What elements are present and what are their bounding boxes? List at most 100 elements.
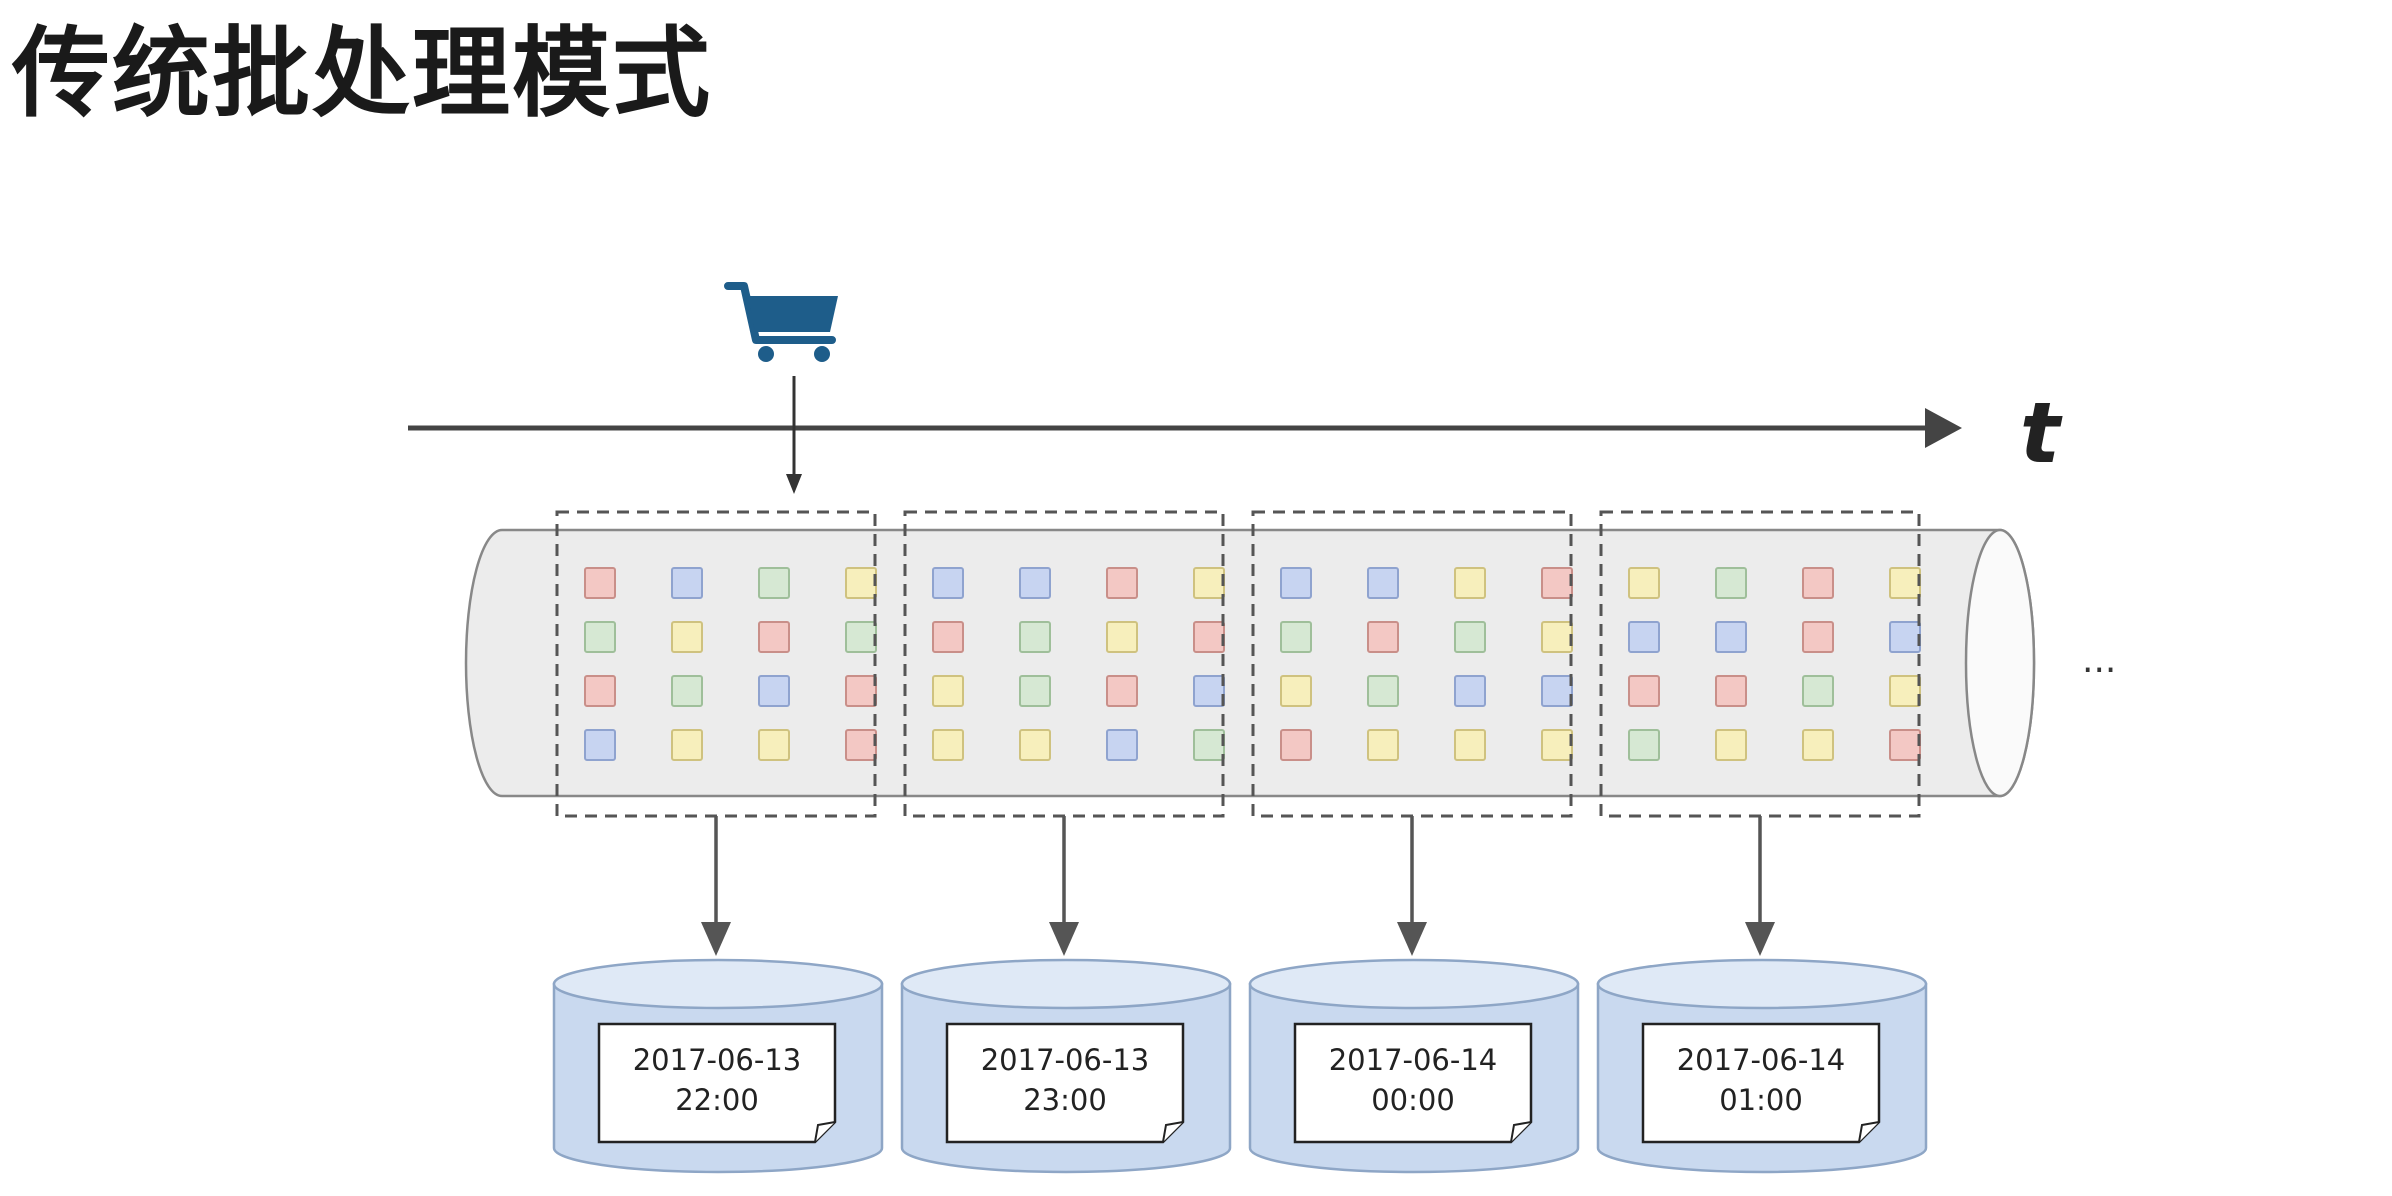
event-cell	[1193, 621, 1225, 653]
event-cell	[1715, 567, 1747, 599]
event-cell	[1367, 567, 1399, 599]
event-cell	[1454, 567, 1486, 599]
event-cell	[1541, 675, 1573, 707]
event-cell	[1106, 621, 1138, 653]
event-cell	[1454, 729, 1486, 761]
batch-2: 2017-06-13 23:00	[900, 510, 1232, 1174]
event-cell	[1019, 729, 1051, 761]
event-cell	[1802, 675, 1834, 707]
event-cell	[1889, 675, 1921, 707]
event-cell	[1367, 621, 1399, 653]
event-cell	[671, 729, 703, 761]
event-cell	[1802, 729, 1834, 761]
event-cell	[1802, 621, 1834, 653]
event-cell	[932, 675, 964, 707]
event-cell	[758, 675, 790, 707]
event-cell	[1193, 729, 1225, 761]
event-cell	[1802, 567, 1834, 599]
event-cell	[1106, 729, 1138, 761]
batch-output-document: 2017-06-13 23:00	[945, 1022, 1185, 1144]
page-title: 传统批处理模式	[12, 17, 713, 131]
event-cell	[1454, 675, 1486, 707]
event-cell	[1715, 621, 1747, 653]
event-cell	[671, 621, 703, 653]
event-cell	[758, 621, 790, 653]
batch-4: 2017-06-14 01:00	[1596, 510, 1928, 1174]
storage-cylinder-top	[1596, 958, 1928, 1010]
document-fold	[1162, 1121, 1184, 1143]
storage-cylinder-top	[1248, 958, 1580, 1010]
document-fold	[814, 1121, 836, 1143]
event-cell	[584, 675, 616, 707]
batch-date: 2017-06-14	[1677, 1043, 1846, 1077]
event-cell	[845, 675, 877, 707]
event-cell	[932, 729, 964, 761]
batch-time: 01:00	[1719, 1083, 1803, 1117]
event-cell	[1628, 621, 1660, 653]
batch-date: 2017-06-13	[633, 1043, 802, 1077]
batch-time: 00:00	[1371, 1083, 1455, 1117]
document-fold	[1510, 1121, 1532, 1143]
event-cell	[1280, 675, 1312, 707]
batch-output-arrowhead	[1049, 922, 1079, 956]
batch-output-arrowhead	[1397, 922, 1427, 956]
event-cell	[671, 567, 703, 599]
event-cell	[1019, 675, 1051, 707]
pipe-open-end	[1964, 528, 2036, 798]
event-cell	[1280, 729, 1312, 761]
event-cell	[1193, 567, 1225, 599]
event-cell	[1280, 567, 1312, 599]
event-cell	[932, 621, 964, 653]
event-cell	[671, 675, 703, 707]
event-cell	[1193, 675, 1225, 707]
event-cell	[1628, 729, 1660, 761]
event-cell	[1541, 729, 1573, 761]
batch-output-arrowhead	[1745, 922, 1775, 956]
event-cell	[1367, 729, 1399, 761]
event-cell	[584, 729, 616, 761]
event-cell	[1019, 567, 1051, 599]
batch-1: 2017-06-13 22:00	[552, 510, 884, 1174]
event-cell	[1889, 729, 1921, 761]
event-cell	[1628, 675, 1660, 707]
event-cell	[1628, 567, 1660, 599]
storage-cylinder-top	[552, 958, 884, 1010]
event-cell	[1889, 621, 1921, 653]
event-cell	[1715, 675, 1747, 707]
storage-cylinder-top	[900, 958, 1232, 1010]
event-cell	[932, 567, 964, 599]
event-cell	[1541, 621, 1573, 653]
event-cell	[1454, 621, 1486, 653]
batch-time: 23:00	[1023, 1083, 1107, 1117]
event-cell	[584, 567, 616, 599]
batch-time: 22:00	[675, 1083, 759, 1117]
event-cell	[1367, 675, 1399, 707]
batch-output-document: 2017-06-14 01:00	[1641, 1022, 1881, 1144]
time-axis-label: t	[2020, 384, 2063, 482]
continuation-ellipsis: ...	[2082, 640, 2116, 681]
batch-output-arrowhead	[701, 922, 731, 956]
event-cell	[1019, 621, 1051, 653]
event-cell	[1106, 567, 1138, 599]
batch-date: 2017-06-14	[1329, 1043, 1498, 1077]
event-cell	[845, 567, 877, 599]
shopping-cart-icon	[724, 282, 838, 362]
time-axis: t	[408, 384, 2063, 482]
event-cell	[845, 729, 877, 761]
batch-3: 2017-06-14 00:00	[1248, 510, 1580, 1174]
event-cell	[1280, 621, 1312, 653]
event-cell	[1889, 567, 1921, 599]
event-cell	[758, 567, 790, 599]
event-cell	[584, 621, 616, 653]
batch-date: 2017-06-13	[981, 1043, 1150, 1077]
document-fold	[1858, 1121, 1880, 1143]
time-axis-arrowhead	[1925, 408, 1962, 448]
batch-output-document: 2017-06-13 22:00	[597, 1022, 837, 1144]
event-cell	[1106, 675, 1138, 707]
event-cell	[845, 621, 877, 653]
batch-output-document: 2017-06-14 00:00	[1293, 1022, 1533, 1144]
event-cell	[758, 729, 790, 761]
event-cell	[1541, 567, 1573, 599]
event-ingest-arrow	[786, 376, 802, 494]
